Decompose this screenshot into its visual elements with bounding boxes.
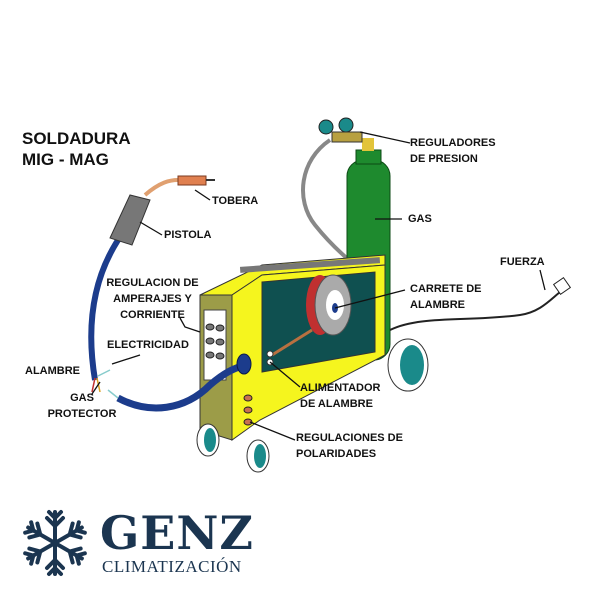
rear-wheel — [387, 338, 429, 392]
label-gas-protector: GAS PROTECTOR — [42, 390, 122, 422]
snowflake-icon — [22, 510, 88, 576]
label-alambre: ALAMBRE — [25, 365, 80, 377]
plug — [552, 276, 572, 296]
leader-lines — [91, 131, 546, 441]
diagram-title-line1: SOLDADURA — [22, 129, 131, 148]
welding-torch — [109, 175, 215, 246]
label-line: DE PRESION — [410, 153, 478, 165]
label-line: AMPERAJES Y — [113, 293, 192, 305]
label-electricidad: ELECTRICIDAD — [107, 339, 189, 351]
label-line: ALAMBRE — [410, 299, 465, 311]
control-knobs — [205, 323, 225, 360]
brand-logo-tagline: CLIMATIZACIÓN — [102, 557, 242, 576]
wire-spool — [306, 274, 352, 336]
gas-hose — [301, 138, 352, 264]
pressure-regulators — [318, 117, 363, 143]
label-polaridades: REGULACIONES DE POLARIDADES — [296, 430, 403, 462]
label-line: GAS — [70, 392, 94, 404]
label-line: ALIMENTADOR — [300, 382, 381, 394]
label-reguladores: REGULADORES DE PRESION — [410, 135, 496, 167]
label-tobera: TOBERA — [212, 195, 259, 207]
label-line: POLARIDADES — [296, 448, 377, 460]
label-line: PROTECTOR — [47, 408, 117, 420]
label-line: DE ALAMBRE — [300, 398, 373, 410]
label-carrete: CARRETE DE ALAMBRE — [410, 281, 482, 313]
label-line: CARRETE DE — [410, 283, 482, 295]
label-gas: GAS — [408, 213, 432, 225]
label-line: REGULADORES — [410, 137, 496, 149]
label-alimentador: ALIMENTADOR DE ALAMBRE — [300, 380, 380, 412]
brand-logo-name: GENZ — [100, 506, 254, 560]
label-pistola: PISTOLA — [164, 229, 212, 241]
welding-machine — [199, 254, 386, 441]
torch-hose — [88, 228, 128, 381]
polarity-terminals — [243, 394, 253, 426]
diagram-title-line2: MIG - MAG — [22, 150, 109, 169]
power-cable — [389, 291, 561, 331]
label-line: REGULACIONES DE — [296, 432, 403, 444]
front-wheels — [196, 423, 270, 473]
label-line: CORRIENTE — [120, 309, 185, 321]
label-line: REGULACION DE — [106, 277, 199, 289]
label-fuerza: FUERZA — [500, 256, 545, 268]
label-regulacion: REGULACION DE AMPERAJES Y CORRIENTE — [100, 275, 205, 323]
machine-hose — [116, 361, 247, 412]
